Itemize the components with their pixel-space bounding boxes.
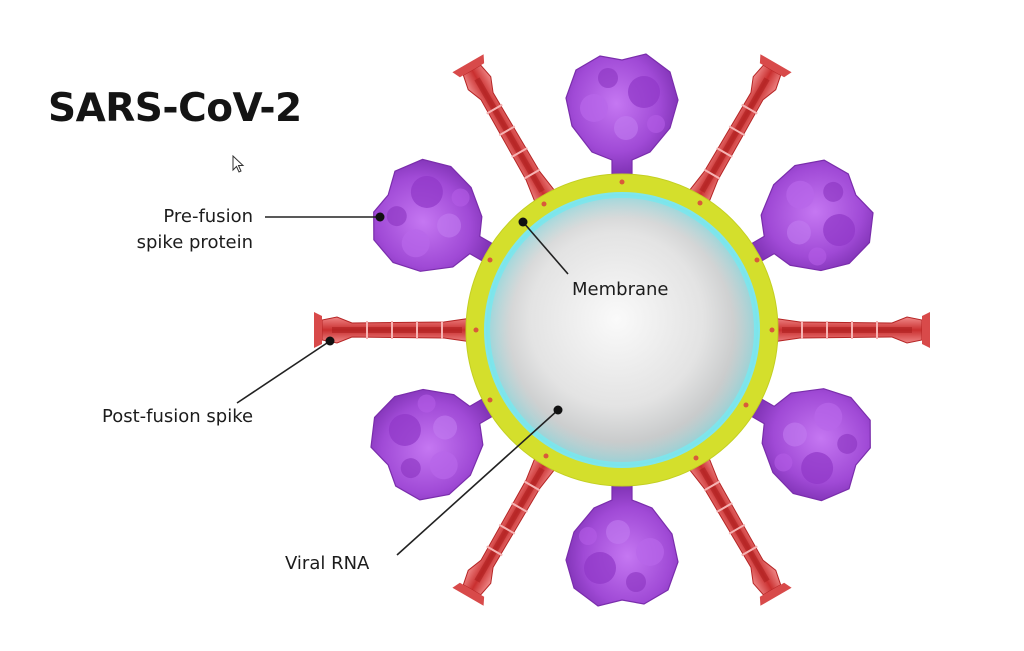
post-fusion-spike <box>765 311 931 349</box>
prefusion-label-line2: spike protein <box>136 232 253 253</box>
postfusion-label: Post-fusion spike <box>102 406 254 427</box>
mouse-pointer-icon <box>232 155 245 173</box>
viral-rna-label: Viral RNA <box>285 553 370 574</box>
membrane-leader <box>522 221 569 275</box>
pre-fusion-spike <box>565 53 679 179</box>
prefusion-label-line1: Pre-fusion <box>163 206 253 227</box>
post-fusion-spike <box>313 311 479 349</box>
viral-rna-leader <box>396 409 559 556</box>
leader-lines <box>236 216 569 556</box>
prefusion-label: Pre-fusion spike protein <box>100 204 253 256</box>
pre-fusion-spike <box>565 481 679 607</box>
leader-dots <box>325 212 563 415</box>
virus-body <box>465 173 779 487</box>
diagram-title: SARS-CoV-2 <box>48 86 302 131</box>
postfusion-leader <box>236 340 331 404</box>
membrane-label: Membrane <box>572 279 669 300</box>
envelope-dots <box>473 179 775 461</box>
